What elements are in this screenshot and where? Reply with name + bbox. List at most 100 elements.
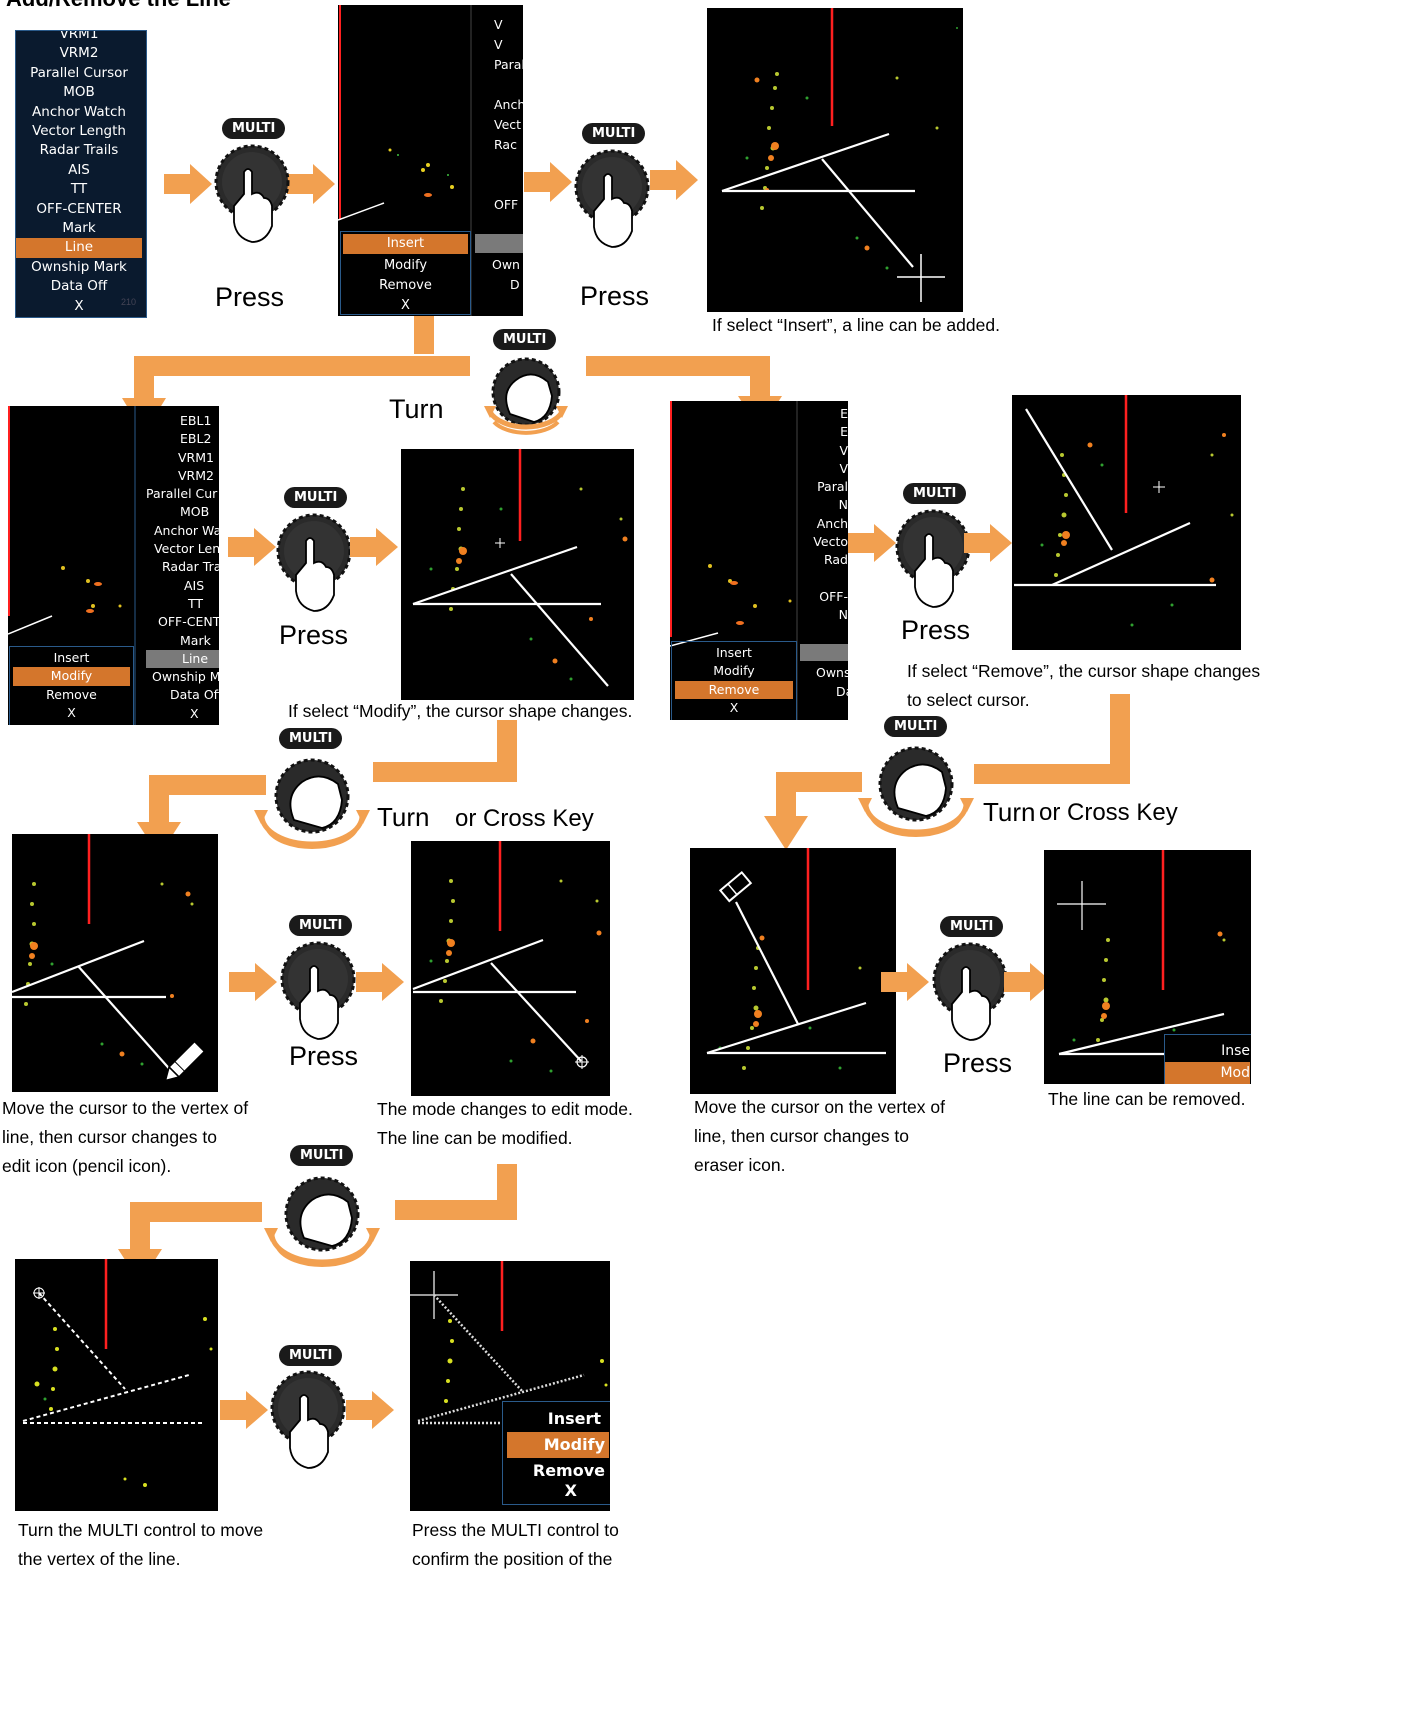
multi-knob-press-icon[interactable] — [276, 511, 352, 617]
menu-item[interactable]: V — [494, 37, 503, 52]
menu-item[interactable]: V — [494, 17, 503, 32]
arrow-down-icon — [764, 816, 808, 850]
sub-menu-insert[interactable]: Insert — [343, 234, 468, 254]
menu-item[interactable]: TT — [70, 181, 88, 198]
sub-menu-remove[interactable]: Remove — [379, 278, 432, 293]
sub-menu-insert[interactable]: Insert — [547, 1409, 601, 1428]
menu-item[interactable]: Parallel Cursor — [30, 64, 128, 81]
menu-item[interactable]: Radar Trai — [162, 559, 219, 575]
multi-label: MULTI — [222, 118, 286, 139]
eraser-cursor-panel — [690, 848, 896, 1094]
sub-menu-modify[interactable]: Modify — [713, 663, 755, 679]
radar-submenu-panel: V V Paral Anch Vect Rac OFF Own D Insert… — [338, 5, 523, 316]
menu-item[interactable]: Anch — [494, 97, 523, 112]
menu-item[interactable]: EBL1 — [180, 413, 212, 428]
sub-menu-insert[interactable]: Insert — [53, 650, 90, 665]
sub-menu-modify[interactable]: Modify — [13, 667, 130, 686]
press-label: Press — [289, 1041, 359, 1071]
menu-item[interactable]: OFF- — [819, 588, 848, 604]
menu-item[interactable]: N — [838, 497, 848, 513]
sub-menu-insert[interactable]: Inse — [1221, 1043, 1250, 1059]
multi-knob-press-icon[interactable] — [895, 507, 971, 613]
sub-menu-close[interactable]: X — [401, 298, 410, 313]
menu-item[interactable]: Anchor Watch — [32, 103, 126, 120]
menu-item[interactable]: Vect — [494, 117, 522, 132]
sub-menu-modify[interactable]: Modify — [383, 258, 428, 273]
menu-item[interactable]: Data Off — [170, 687, 219, 703]
connector — [130, 1202, 262, 1222]
multi-knob-press-icon[interactable] — [280, 939, 356, 1045]
sub-menu-insert[interactable]: Insert — [716, 645, 752, 660]
radar-view — [1014, 395, 1234, 627]
menu-item[interactable]: VRM1 — [178, 449, 214, 465]
menu-item-line-selected[interactable]: Line — [16, 238, 142, 258]
menu-item[interactable]: Data Off — [50, 278, 108, 295]
multi-knob-press-icon[interactable] — [214, 142, 290, 248]
pencil-cursor-panel — [12, 834, 218, 1092]
menu-item[interactable]: Owns — [816, 665, 848, 680]
sub-menu-close[interactable]: X — [564, 1481, 577, 1500]
menu-item[interactable]: Own — [492, 257, 520, 272]
menu-item[interactable]: VRM1 — [59, 30, 99, 42]
caption-erase-1: Move the cursor on the vertex of — [694, 1097, 945, 1117]
multi-knob-press-icon[interactable] — [932, 940, 1008, 1046]
menu-item[interactable]: OFF — [494, 197, 519, 212]
menu-item[interactable]: Mark — [62, 220, 96, 237]
menu-item[interactable]: TT — [188, 595, 204, 611]
menu-item[interactable]: OFF-CENT — [158, 614, 219, 630]
menu-item[interactable]: E — [840, 424, 848, 440]
multi-knob-press-icon[interactable] — [574, 147, 650, 253]
menu-item-line-selected[interactable]: Line — [146, 649, 219, 669]
multi-label: MULTI — [903, 483, 967, 504]
menu-item[interactable]: OFF-CENTER — [36, 200, 122, 217]
menu-item[interactable]: AIS — [68, 161, 90, 178]
menu-item[interactable]: Mark — [180, 632, 211, 648]
menu-item[interactable]: AIS — [184, 577, 205, 593]
menu-item[interactable]: Rac — [494, 137, 517, 152]
menu-item[interactable]: Paral — [494, 57, 523, 72]
menu-item[interactable]: Ownship M — [152, 669, 219, 685]
menu-item[interactable]: Rad — [823, 552, 848, 568]
radar-view — [412, 449, 628, 687]
menu-item[interactable]: Vector Leng — [154, 541, 219, 557]
menu-item[interactable]: Parallel Cur — [146, 486, 218, 502]
multi-knob-turn-icon[interactable] — [480, 352, 572, 448]
menu-item[interactable]: V — [839, 442, 848, 458]
multi-label: MULTI — [884, 716, 948, 737]
menu-item[interactable]: Paral — [817, 479, 848, 495]
sub-menu-remove[interactable]: Remove — [46, 686, 97, 702]
sub-menu-close[interactable]: X — [67, 704, 76, 720]
sub-menu-modify[interactable]: Mod — [1165, 1062, 1250, 1084]
sub-menu-close[interactable]: X — [729, 699, 739, 715]
menu-item[interactable]: E — [840, 406, 848, 421]
sub-menu-remove[interactable]: Remove — [532, 1461, 605, 1480]
sub-menu-modify[interactable]: Modify — [507, 1432, 609, 1458]
menu-item[interactable]: Vector Length — [32, 123, 126, 140]
sub-menu-remove[interactable]: Remove — [675, 680, 793, 699]
menu-item[interactable]: VRM2 — [178, 467, 214, 483]
menu-item[interactable]: Ownship Mark — [31, 258, 127, 275]
connector — [130, 1202, 150, 1254]
multi-knob-turn-icon[interactable] — [258, 1168, 386, 1280]
menu-item[interactable]: Anchor Wa — [154, 522, 219, 538]
menu-item[interactable]: Vecto — [813, 534, 848, 550]
menu-item[interactable]: MOB — [63, 84, 95, 101]
multi-knob-turn-icon[interactable] — [248, 750, 376, 862]
caption-turn-2: the vertex of the line. — [18, 1549, 181, 1569]
menu-item[interactable]: X — [190, 705, 199, 721]
menu-item[interactable]: V — [839, 460, 848, 476]
menu-item[interactable]: MOB — [180, 504, 210, 520]
menu-item[interactable]: Anch — [816, 515, 848, 531]
menu-item[interactable]: EBL2 — [180, 431, 212, 447]
menu-item[interactable]: D — [510, 277, 520, 292]
menu-item[interactable]: N — [838, 607, 848, 623]
partial-menu-selected — [475, 234, 523, 253]
menu-item[interactable]: VRM2 — [59, 45, 99, 62]
menu-item[interactable]: Radar Trails — [39, 142, 119, 159]
multi-knob-press-icon[interactable] — [270, 1368, 346, 1474]
multi-knob-turn-icon[interactable] — [852, 738, 980, 850]
menu-item[interactable]: X — [74, 297, 84, 314]
radar-view — [1057, 850, 1226, 1056]
insert-result-panel — [707, 8, 963, 312]
menu-item[interactable]: Da — [836, 684, 848, 699]
